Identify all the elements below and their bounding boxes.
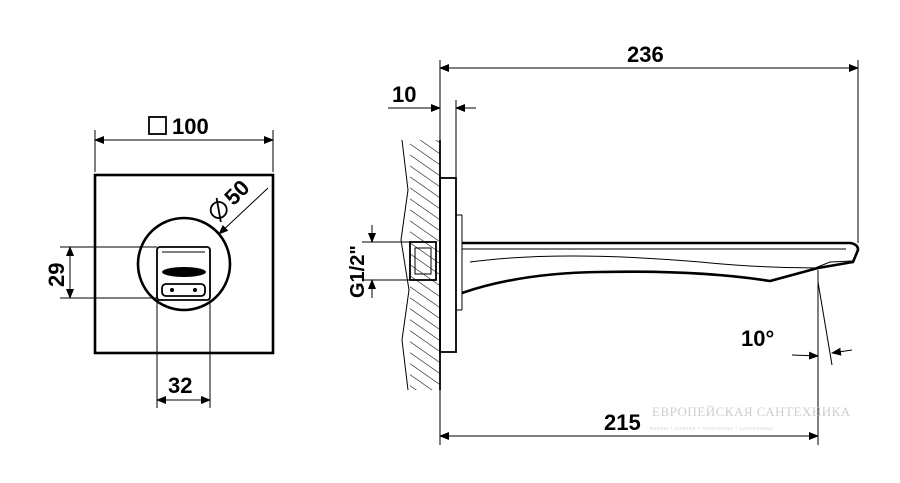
watermark-tagline: ванны • плитка • отопление • сантехника: [650, 426, 773, 432]
angle-label: 10°: [741, 326, 774, 351]
thread-connector: [409, 241, 437, 281]
overall-length-dimension: 236: [439, 42, 859, 243]
wall-break-line: [400, 139, 410, 391]
spout-height-dimension: 29: [44, 246, 157, 299]
rosette-diameter-dimension: 50: [209, 175, 269, 235]
square-symbol-icon: [148, 116, 167, 135]
projection-label: 215: [604, 410, 641, 435]
angle-dimension: 10°: [741, 281, 853, 366]
spout-body: [461, 241, 860, 295]
wall-offset-label: 10: [392, 82, 416, 107]
wall-offset-dimension: 10: [388, 82, 476, 178]
cover-plate: [439, 177, 457, 353]
thread-dimension: G1/2": [347, 225, 410, 298]
watermark-brand: ЕВРОПЕЙСКАЯ САНТЕХНИКА: [652, 404, 851, 419]
thread-label: G1/2": [347, 245, 369, 298]
diameter-symbol-icon: [209, 201, 228, 219]
spout-front: [156, 246, 211, 301]
wall-section: [402, 140, 440, 390]
spout-width-dimension: 32: [156, 300, 211, 408]
front-view: 100 50 29 32: [44, 114, 275, 408]
overall-length-label: 236: [627, 42, 664, 67]
wall-plate: [93, 173, 275, 355]
rosette-circle: [136, 216, 232, 312]
plate-size-label: 100: [172, 114, 209, 139]
side-view: 10 236 215 G1/2" 10°: [347, 42, 860, 445]
projection-dimension: 215: [439, 270, 819, 445]
watermark: ЕВРОПЕЙСКАЯ САНТЕХНИКА ванны • плитка • …: [650, 404, 851, 432]
spout-width-label: 32: [168, 373, 192, 398]
spout-height-label: 29: [44, 263, 69, 287]
plate-size-dimension: 100: [94, 114, 274, 172]
